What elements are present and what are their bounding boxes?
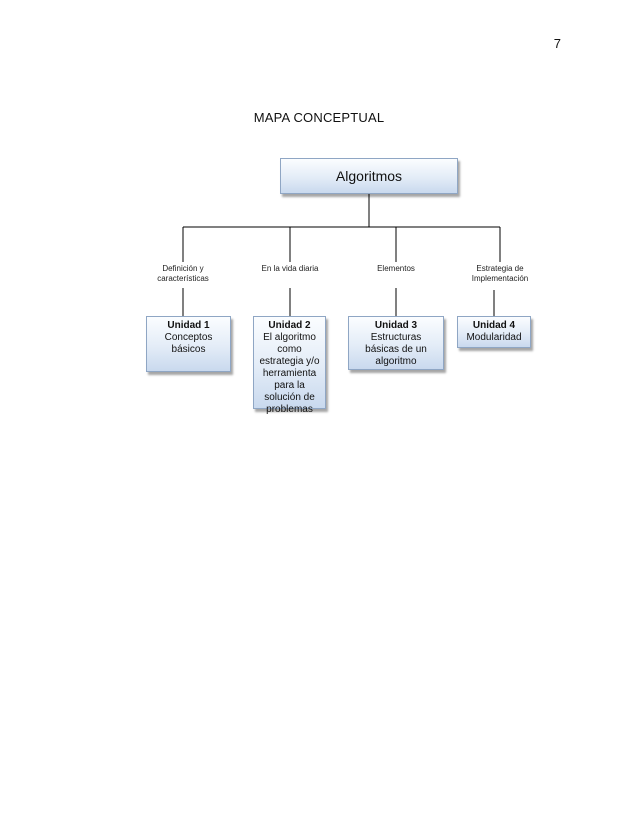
branch-label-2: En la vida diaria xyxy=(261,264,319,273)
diagram-title: MAPA CONCEPTUAL xyxy=(253,110,385,125)
unit-3-name: Unidad 3 xyxy=(374,320,418,331)
unit-1-desc: Conceptos básicos xyxy=(164,332,213,355)
unit-1-name: Unidad 1 xyxy=(167,320,210,331)
unit-box-4: Unidad 4 Modularidad xyxy=(457,316,531,348)
page-number: 7 xyxy=(553,36,561,51)
unit-box-3: Unidad 3 Estructuras básicas de un algor… xyxy=(348,316,444,370)
unit-4-desc: Modularidad xyxy=(466,332,522,343)
unit-2-desc: El algoritmo como estrategia y/o herrami… xyxy=(259,332,320,415)
root-node-algoritmos: Algoritmos xyxy=(280,158,458,194)
unit-box-2: Unidad 2 El algoritmo como estrategia y/… xyxy=(253,316,326,415)
unit-box-1: Unidad 1 Conceptos básicos xyxy=(146,316,231,372)
branch-label-4: Estrategia de Implementación xyxy=(471,264,529,283)
unit-2-name: Unidad 2 xyxy=(268,320,311,331)
unit-4-name: Unidad 4 xyxy=(472,320,516,331)
branch-label-1: Definición y características xyxy=(157,264,209,283)
branch-label-3: Elementos xyxy=(377,264,415,273)
unit-3-desc: Estructuras básicas de un algoritmo xyxy=(365,332,427,367)
